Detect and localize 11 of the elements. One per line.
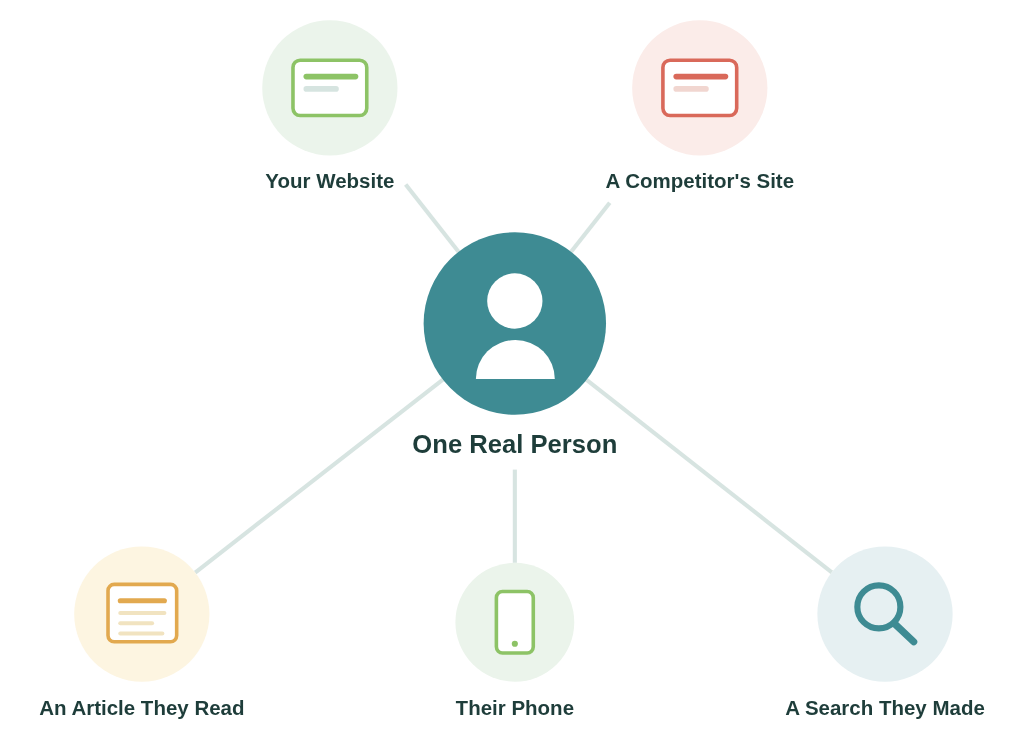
node-label: One Real Person [412,429,618,458]
node-label: A Competitor's Site [605,169,795,193]
node-label: Their Phone [455,696,575,719]
connector [193,378,445,575]
connector [512,469,517,563]
connector [404,183,461,254]
node-label: A Search They Made [785,696,985,719]
connector [585,378,834,574]
connector [569,201,612,254]
node-label: Your Website [265,169,395,193]
node-label: An Article They Read [39,696,245,719]
